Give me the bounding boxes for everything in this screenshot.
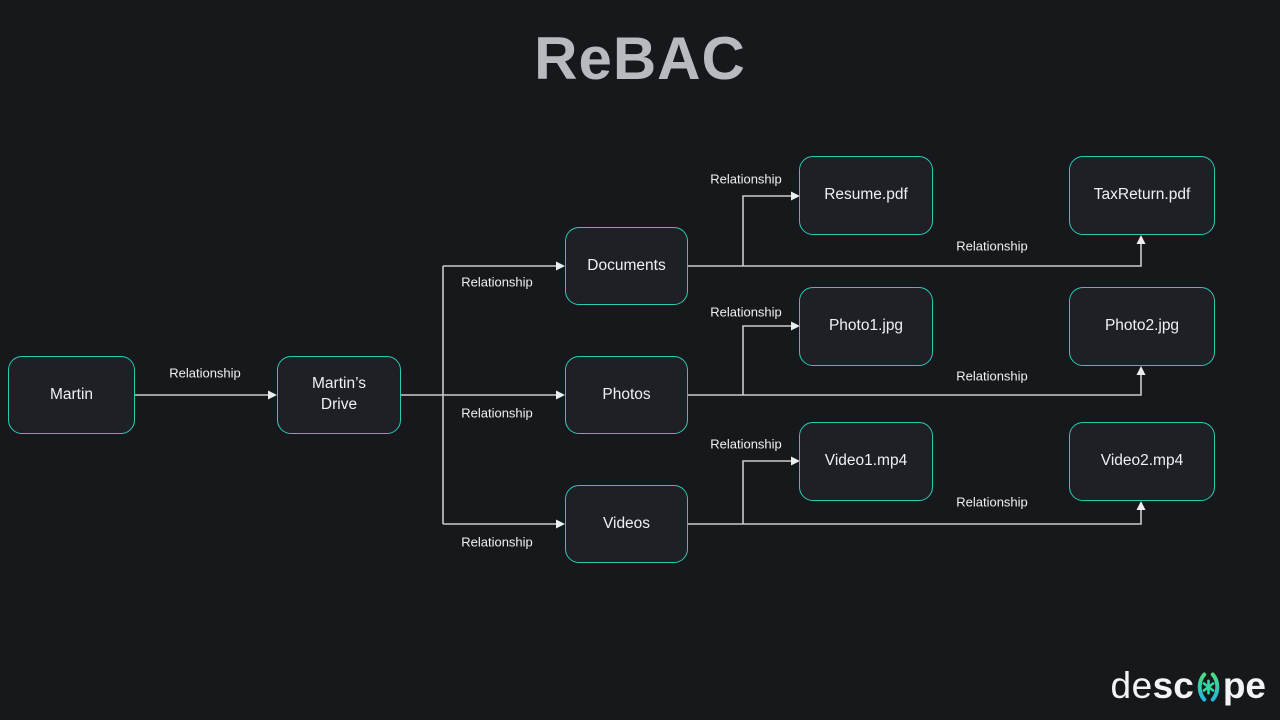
page-title: ReBAC [534, 25, 746, 92]
node-video2-mp4: Video2.mp4 [1069, 422, 1215, 501]
arrowhead-icon [1136, 235, 1146, 244]
edge-line [742, 460, 791, 524]
node-documents: Documents [565, 227, 688, 305]
arrowhead-icon [791, 456, 800, 466]
arrowhead-icon [1136, 366, 1146, 375]
node-resume-pdf: Resume.pdf [799, 156, 933, 235]
node-label: Documents [587, 256, 666, 274]
edge-label: Relationship [710, 171, 782, 187]
node-photo2-jpg: Photo2.jpg [1069, 287, 1215, 366]
edge-label: Relationship [169, 365, 241, 381]
node-label: Martin [49, 385, 94, 403]
edge-line [688, 375, 1142, 396]
node-label: Photo1.jpg [828, 317, 904, 335]
edge-line [688, 244, 1142, 267]
arrowhead-icon [791, 321, 800, 331]
edge-label: Relationship [956, 238, 1028, 254]
arrowhead-icon [556, 390, 565, 400]
edge-label: Relationship [710, 436, 782, 452]
node-martins-drive: Martin’s Drive [277, 356, 401, 434]
node-label: Photos [602, 385, 651, 403]
descope-asterisk-icon [1197, 672, 1220, 701]
edge-label: Relationship [461, 274, 533, 290]
node-martin: Martin [8, 356, 135, 434]
node-videos: Videos [565, 485, 688, 563]
logo-text-de: de [1110, 665, 1153, 706]
edge-line [742, 325, 791, 395]
node-label: Videos [602, 514, 651, 532]
arrowhead-icon [268, 390, 277, 400]
node-label: Video2.mp4 [1100, 452, 1184, 470]
edge-label: Relationship [710, 304, 782, 320]
logo-text-sc: sc [1152, 665, 1194, 706]
node-video1-mp4: Video1.mp4 [799, 422, 933, 501]
node-photos: Photos [565, 356, 688, 434]
arrowhead-icon [556, 261, 565, 271]
node-label: Video1.mp4 [824, 452, 908, 470]
arrowhead-icon [1136, 501, 1146, 510]
edge-label: Relationship [956, 368, 1028, 384]
edge-line [742, 195, 791, 266]
node-taxreturn-pdf: TaxReturn.pdf [1069, 156, 1215, 235]
node-label: TaxReturn.pdf [1093, 186, 1191, 204]
edge-line [688, 510, 1142, 525]
arrowhead-icon [791, 191, 800, 201]
node-label: Photo2.jpg [1104, 317, 1180, 335]
edge-label: Relationship [956, 494, 1028, 510]
arrowhead-icon [556, 519, 565, 529]
node-label: Martin’s Drive [312, 375, 366, 413]
edge-label: Relationship [461, 534, 533, 550]
edge-label: Relationship [461, 405, 533, 421]
node-label: Resume.pdf [824, 186, 908, 204]
logo-text-pe: pe [1222, 665, 1266, 706]
node-photo1-jpg: Photo1.jpg [799, 287, 933, 366]
